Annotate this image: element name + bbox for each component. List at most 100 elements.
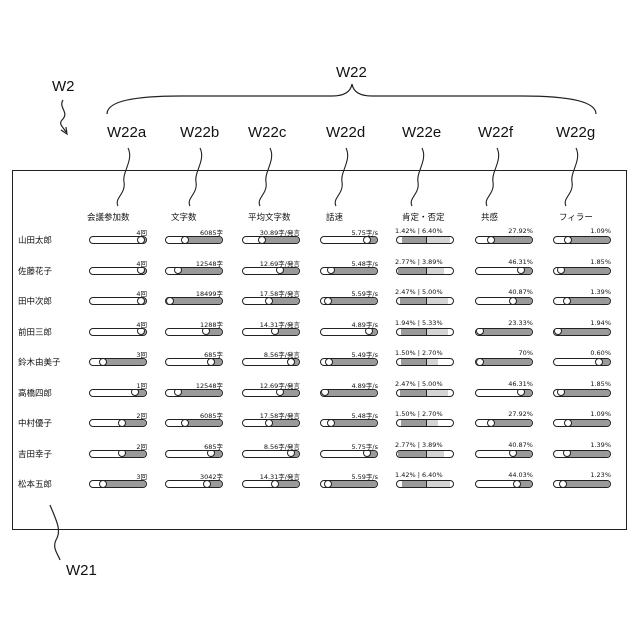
meetings-knob xyxy=(99,480,107,488)
chars-fill xyxy=(186,237,222,243)
pos-neg-bar xyxy=(396,419,454,427)
filler-knob xyxy=(563,297,571,305)
avg-chars-knob xyxy=(287,358,295,366)
filler-value: 1.94% xyxy=(553,319,611,327)
filler-value: 1.85% xyxy=(553,380,611,388)
chars-bar xyxy=(165,267,223,275)
meetings-fill xyxy=(104,481,146,487)
filler-knob xyxy=(564,236,572,244)
pos-neg-divider xyxy=(426,268,427,274)
meetings-bar xyxy=(89,480,147,488)
speed-fill xyxy=(328,298,377,304)
avg-chars-bar xyxy=(242,450,300,458)
pos-neg-bar xyxy=(396,328,454,336)
column-header-pos-neg: 肯定・否定 xyxy=(402,211,445,223)
speed-bar xyxy=(320,267,378,275)
ref-label-w22: W22 xyxy=(336,64,367,81)
filler-bar xyxy=(553,328,611,336)
avg-chars-bar xyxy=(242,236,300,244)
column-header-meetings: 会議参加数 xyxy=(87,211,130,223)
member-name: 鈴木由美子 xyxy=(18,356,61,368)
filler-bar xyxy=(553,267,611,275)
empathy-bar xyxy=(475,389,533,397)
avg-chars-knob xyxy=(258,236,266,244)
negative-fill xyxy=(426,390,448,396)
pos-neg-bar xyxy=(396,389,454,397)
speed-bar xyxy=(320,419,378,427)
filler-value: 1.23% xyxy=(553,471,611,479)
chars-knob xyxy=(203,480,211,488)
positive-fill xyxy=(398,451,426,457)
positive-fill xyxy=(402,481,426,487)
column-header-speed: 話速 xyxy=(326,211,343,223)
filler-fill xyxy=(568,451,610,457)
filler-bar xyxy=(553,480,611,488)
avg-chars-fill xyxy=(269,420,299,426)
filler-value: 1.85% xyxy=(553,258,611,266)
empathy-fill xyxy=(492,420,532,426)
member-name: 前田三郎 xyxy=(18,326,52,338)
filler-knob xyxy=(559,480,567,488)
negative-fill xyxy=(426,420,438,426)
filler-value: 1.39% xyxy=(553,288,611,296)
filler-bar xyxy=(553,419,611,427)
chars-knob xyxy=(207,358,215,366)
speed-fill xyxy=(325,390,377,396)
avg-chars-bar xyxy=(242,419,300,427)
positive-fill xyxy=(400,390,426,396)
column-header-empathy: 共感 xyxy=(481,211,498,223)
speed-knob xyxy=(324,480,332,488)
pos-neg-bar xyxy=(396,450,454,458)
meetings-bar xyxy=(89,297,147,305)
meetings-fill xyxy=(123,420,146,426)
meetings-bar xyxy=(89,450,147,458)
pos-neg-bar xyxy=(396,480,454,488)
filler-fill xyxy=(568,420,610,426)
speed-fill xyxy=(331,420,377,426)
positive-fill xyxy=(400,298,426,304)
chars-fill xyxy=(170,298,222,304)
member-name: 高橋四郎 xyxy=(18,387,52,399)
ref-label-w22a: W22a xyxy=(107,124,146,141)
meetings-fill xyxy=(123,451,146,457)
empathy-bar xyxy=(475,419,533,427)
chars-knob xyxy=(166,297,174,305)
negative-fill xyxy=(426,329,448,335)
speed-knob xyxy=(324,297,332,305)
pos-neg-value: 1.50% | 2.70% xyxy=(395,410,455,418)
pos-neg-divider xyxy=(426,329,427,335)
filler-fill xyxy=(568,298,610,304)
meetings-bar xyxy=(89,419,147,427)
meetings-knob xyxy=(137,297,145,305)
empathy-value: 27.92% xyxy=(475,410,533,418)
empathy-fill xyxy=(480,329,532,335)
pos-neg-bar xyxy=(396,358,454,366)
ref-label-w22g: W22g xyxy=(556,124,595,141)
pos-neg-divider xyxy=(426,481,427,487)
meetings-fill xyxy=(104,359,146,365)
pos-neg-value: 2.77% | 3.89% xyxy=(395,258,455,266)
chars-bar xyxy=(165,297,223,305)
filler-bar xyxy=(553,358,611,366)
empathy-knob xyxy=(476,358,484,366)
meetings-bar xyxy=(89,328,147,336)
negative-fill xyxy=(426,237,450,243)
empathy-value: 46.31% xyxy=(475,258,533,266)
negative-fill xyxy=(426,359,438,365)
filler-value: 1.39% xyxy=(553,441,611,449)
meetings-bar xyxy=(89,389,147,397)
speed-knob xyxy=(321,389,329,397)
avg-chars-bar xyxy=(242,480,300,488)
filler-knob xyxy=(564,419,572,427)
w22-brace xyxy=(107,84,596,114)
member-name: 吉田幸子 xyxy=(18,448,52,460)
w2-leader xyxy=(61,100,66,132)
meetings-knob xyxy=(99,358,107,366)
positive-fill xyxy=(398,268,426,274)
empathy-knob xyxy=(476,328,484,336)
speed-knob xyxy=(327,419,335,427)
chars-bar xyxy=(165,450,223,458)
ref-label-w22b: W22b xyxy=(180,124,219,141)
positive-fill xyxy=(402,237,426,243)
avg-chars-bar xyxy=(242,297,300,305)
